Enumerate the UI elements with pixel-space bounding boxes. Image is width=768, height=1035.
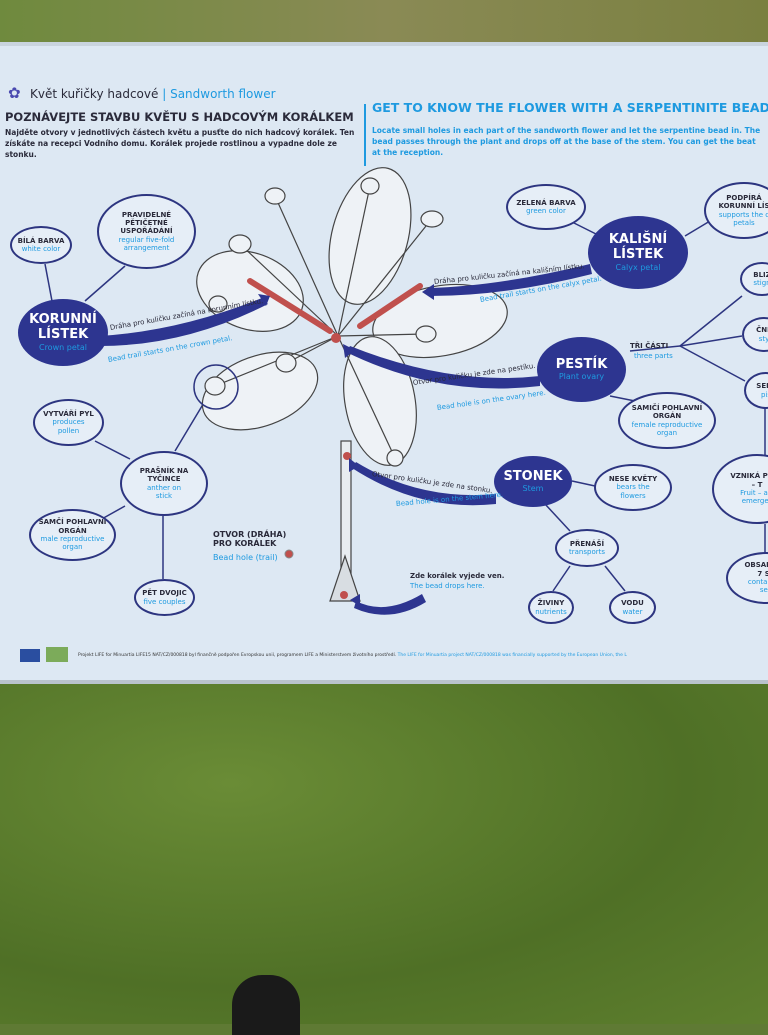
legend-cz: OTVOR (DRÁHA) PRO KORÁLEK bbox=[213, 530, 287, 548]
three-parts-en: three parts bbox=[634, 352, 673, 360]
footer-en: The LIFE for Minuartia project NAT/CZ/00… bbox=[397, 653, 627, 658]
lawn bbox=[0, 680, 768, 1024]
title-en: Sandworth flower bbox=[170, 87, 276, 101]
heading-en: GET TO KNOW THE FLOWER WITH A SERPENTINI… bbox=[372, 100, 768, 115]
shoe bbox=[232, 975, 300, 1035]
bubble-stigma: BLIZstign bbox=[740, 262, 768, 296]
intro-cz: Najděte otvory v jednotlivých částech kv… bbox=[5, 128, 355, 159]
bead-trails bbox=[247, 278, 423, 599]
connector-lines bbox=[44, 220, 766, 592]
flower-diagram bbox=[44, 167, 766, 615]
info-sign: ✿ Květ kuřičky hadcové | Sandworth flowe… bbox=[0, 42, 768, 684]
arrows bbox=[100, 264, 592, 615]
footer-cz: Projekt LIFE for Minuartia LIFE15 NAT/CZ… bbox=[78, 653, 397, 658]
eu-flag-icon bbox=[20, 649, 40, 662]
flower-logo-icon: ✿ bbox=[8, 84, 21, 102]
three-parts-cz: TŘI ČÁSTI bbox=[630, 342, 669, 350]
drop-en: The bead drops here. bbox=[410, 582, 485, 590]
divider bbox=[364, 104, 366, 166]
title-separator: | bbox=[162, 87, 167, 101]
drop-cz: Zde korálek vyjede ven. bbox=[410, 572, 505, 580]
grass-background bbox=[0, 0, 768, 50]
title-cz: Květ kuřičky hadcové bbox=[30, 87, 159, 101]
life-logo-icon bbox=[46, 647, 68, 662]
heading-cz: POZNÁVEJTE STAVBU KVĚTU S HADCOVÝM KORÁL… bbox=[5, 110, 354, 124]
legend-en: Bead hole (trail) bbox=[213, 553, 278, 562]
intro-en: Locate small holes in each part of the s… bbox=[372, 126, 761, 157]
